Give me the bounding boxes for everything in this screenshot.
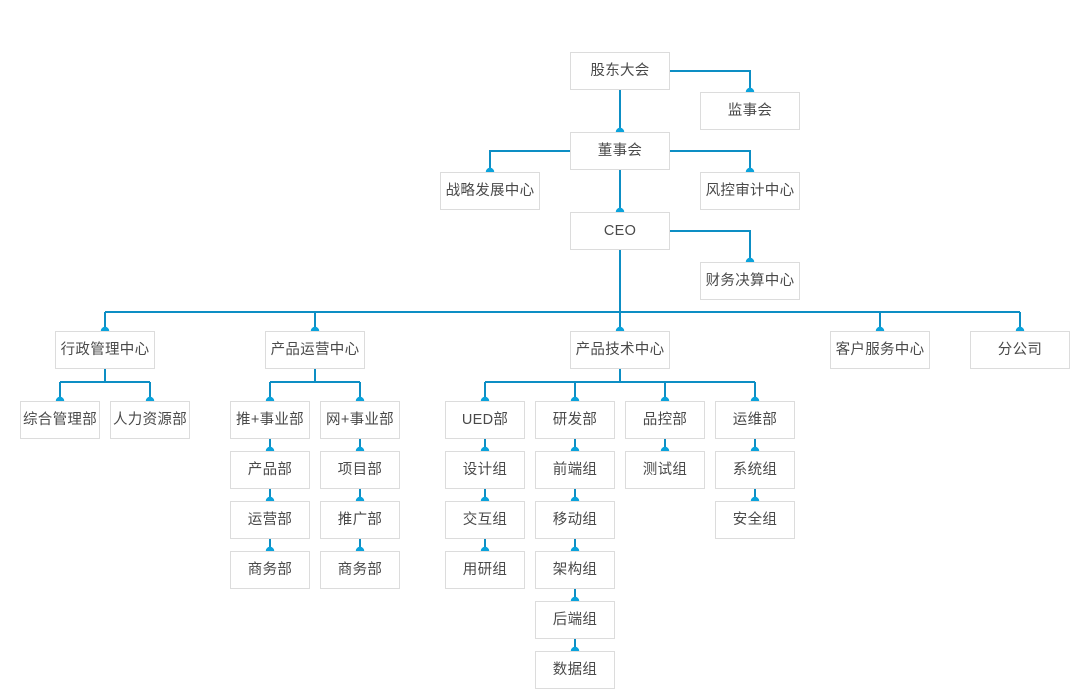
org-node-label: 测试组 (642, 461, 688, 478)
org-node-label: 运营部 (247, 511, 293, 528)
org-node-n26[interactable]: 运维部 (715, 401, 795, 439)
org-node-n23[interactable]: UED部 (445, 401, 525, 439)
org-node-label: 行政管理中心 (60, 341, 150, 358)
org-node-n19[interactable]: 运营部 (230, 501, 310, 539)
org-node-n2[interactable]: 监事会 (700, 92, 800, 130)
org-node-label: 战略发展中心 (445, 182, 535, 199)
org-node-label: 股东大会 (590, 62, 650, 79)
org-node-n1[interactable]: 股东大会 (570, 52, 670, 90)
org-node-n27[interactable]: 设计组 (445, 451, 525, 489)
org-node-n5[interactable]: 风控审计中心 (700, 172, 800, 210)
org-node-label: 客户服务中心 (835, 341, 925, 358)
org-node-label: 架构组 (552, 561, 598, 578)
org-node-label: 商务部 (247, 561, 293, 578)
org-node-n3[interactable]: 董事会 (570, 132, 670, 170)
org-node-label: 项目部 (337, 461, 383, 478)
org-node-n6[interactable]: CEO (570, 212, 670, 250)
org-node-label: 分公司 (997, 341, 1043, 358)
org-node-n25[interactable]: 品控部 (625, 401, 705, 439)
org-node-label: 数据组 (552, 661, 598, 678)
connector-line (670, 150, 751, 172)
org-node-label: 安全组 (732, 511, 778, 528)
org-node-label: 研发部 (552, 411, 598, 428)
org-node-label: 推广部 (337, 511, 383, 528)
org-node-n32[interactable]: 移动组 (535, 501, 615, 539)
connector-line (269, 369, 361, 401)
org-node-label: 财务决算中心 (705, 272, 795, 289)
org-node-n11[interactable]: 客户服务中心 (830, 331, 930, 369)
org-node-label: 商务部 (337, 561, 383, 578)
org-node-label: 综合管理部 (23, 411, 97, 428)
org-node-n13[interactable]: 综合管理部 (20, 401, 100, 439)
connector-line (484, 369, 756, 401)
org-node-n18[interactable]: 项目部 (320, 451, 400, 489)
org-node-label: 董事会 (597, 142, 643, 159)
org-node-n21[interactable]: 商务部 (230, 551, 310, 589)
org-node-label: 移动组 (552, 511, 598, 528)
org-node-n24[interactable]: 研发部 (535, 401, 615, 439)
org-node-label: 设计组 (462, 461, 508, 478)
org-node-label: 产品部 (247, 461, 293, 478)
org-node-n9[interactable]: 产品运营中心 (265, 331, 365, 369)
org-node-n7[interactable]: 财务决算中心 (700, 262, 800, 300)
org-node-n36[interactable]: 后端组 (535, 601, 615, 639)
org-node-n33[interactable]: 安全组 (715, 501, 795, 539)
org-node-n29[interactable]: 测试组 (625, 451, 705, 489)
org-node-n37[interactable]: 数据组 (535, 651, 615, 689)
org-node-label: 后端组 (552, 611, 598, 628)
org-node-label: 网+事业部 (326, 411, 394, 428)
org-node-n14[interactable]: 人力资源部 (110, 401, 190, 439)
org-node-label: 系统组 (732, 461, 778, 478)
org-node-n35[interactable]: 架构组 (535, 551, 615, 589)
org-node-n20[interactable]: 推广部 (320, 501, 400, 539)
org-node-n22[interactable]: 商务部 (320, 551, 400, 589)
org-node-n28[interactable]: 前端组 (535, 451, 615, 489)
org-node-label: 人力资源部 (113, 411, 187, 428)
org-node-label: 交互组 (462, 511, 508, 528)
org-node-label: 产品技术中心 (575, 341, 665, 358)
org-node-n17[interactable]: 产品部 (230, 451, 310, 489)
org-node-n10[interactable]: 产品技术中心 (570, 331, 670, 369)
org-node-label: CEO (603, 222, 637, 239)
org-node-label: 风控审计中心 (705, 182, 795, 199)
org-node-label: 前端组 (552, 461, 598, 478)
connector-line (670, 230, 751, 262)
org-node-n31[interactable]: 交互组 (445, 501, 525, 539)
org-node-label: UED部 (461, 411, 509, 428)
org-node-n30[interactable]: 系统组 (715, 451, 795, 489)
org-node-n34[interactable]: 用研组 (445, 551, 525, 589)
org-node-label: 用研组 (462, 561, 508, 578)
org-node-label: 运维部 (732, 411, 778, 428)
org-node-label: 监事会 (727, 102, 773, 119)
org-node-n8[interactable]: 行政管理中心 (55, 331, 155, 369)
connector-line (59, 369, 151, 401)
org-node-label: 产品运营中心 (270, 341, 360, 358)
org-node-n15[interactable]: 推+事业部 (230, 401, 310, 439)
connector-line (670, 70, 751, 92)
connector-line (489, 150, 570, 172)
org-node-label: 推+事业部 (236, 411, 304, 428)
org-node-n4[interactable]: 战略发展中心 (440, 172, 540, 210)
org-node-label: 品控部 (642, 411, 688, 428)
org-node-n12[interactable]: 分公司 (970, 331, 1070, 369)
org-node-n16[interactable]: 网+事业部 (320, 401, 400, 439)
